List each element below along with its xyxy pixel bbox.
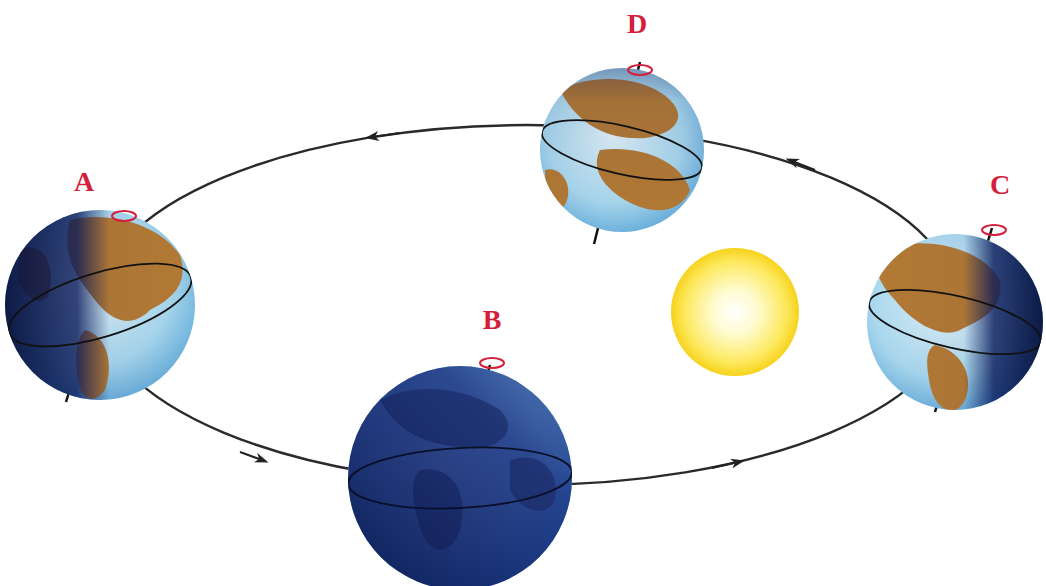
earth-globe: [0, 210, 200, 402]
earth-globe: [537, 62, 708, 244]
orbit-arrow: [240, 452, 262, 460]
earth-globe: [347, 358, 574, 586]
position-letter: B: [483, 306, 502, 334]
orbit-arrow: [792, 161, 815, 170]
position-letter: C: [990, 171, 1010, 199]
earth-globe: [863, 225, 1046, 412]
orbit-arrow: [712, 462, 738, 468]
sun: [671, 248, 799, 376]
position-letter: D: [627, 10, 647, 38]
orbit-arrow: [372, 133, 400, 137]
position-letter: A: [74, 168, 94, 196]
